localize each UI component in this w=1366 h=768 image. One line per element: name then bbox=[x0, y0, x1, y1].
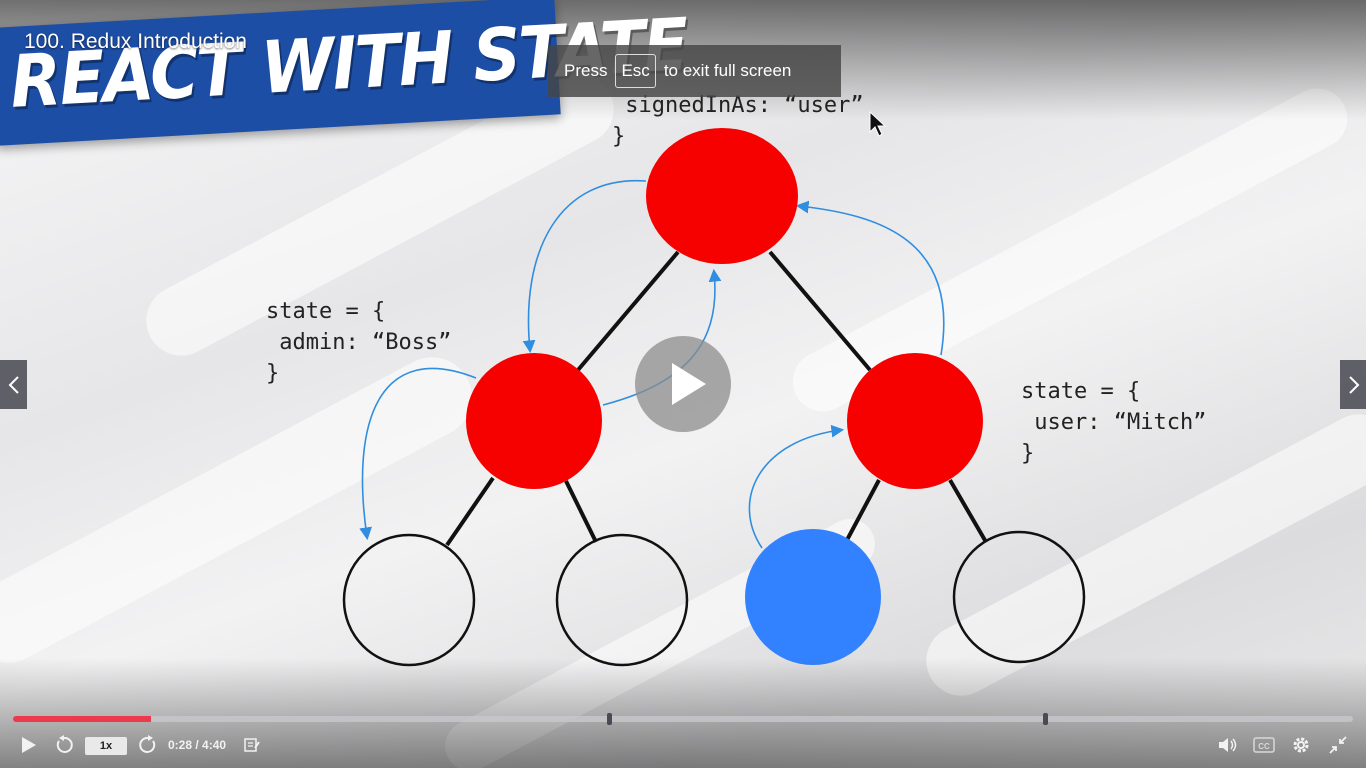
previous-lecture-button[interactable] bbox=[0, 360, 27, 409]
fullscreen-hint-press: Press bbox=[564, 61, 608, 80]
rewind-button[interactable] bbox=[52, 731, 76, 759]
exit-fullscreen-button[interactable] bbox=[1326, 731, 1350, 759]
leaf-component-node bbox=[342, 533, 476, 667]
fullscreen-hint-text: to exit full screen bbox=[663, 61, 792, 80]
leaf-component-node bbox=[952, 530, 1086, 664]
code-line: state = { bbox=[1021, 379, 1141, 404]
flow-arrow bbox=[795, 200, 945, 356]
tree-edge bbox=[564, 480, 598, 543]
captions-button[interactable]: CC bbox=[1252, 731, 1276, 759]
progress-bar[interactable] bbox=[13, 713, 1353, 725]
code-line: } bbox=[612, 124, 626, 149]
chevron-right-icon bbox=[1348, 375, 1359, 394]
flow-arrow bbox=[748, 424, 845, 549]
forward-button[interactable] bbox=[136, 731, 160, 759]
code-line: user: “Mitch” bbox=[1021, 410, 1207, 435]
chevron-left-icon bbox=[8, 375, 19, 394]
control-bar: 1x 0:28 / 4:40 CC bbox=[0, 731, 1366, 759]
forward-icon bbox=[139, 735, 156, 753]
chapter-marker[interactable] bbox=[1042, 713, 1048, 725]
tree-edge bbox=[445, 476, 495, 547]
captions-icon: CC bbox=[1253, 737, 1275, 753]
volume-icon bbox=[1219, 738, 1237, 752]
mouse-cursor-icon bbox=[869, 110, 887, 137]
tree-edge bbox=[576, 250, 680, 372]
rewind-icon bbox=[56, 735, 73, 753]
tree-edge bbox=[768, 250, 872, 372]
top-state-code: signedInAs: “user” } bbox=[612, 90, 864, 152]
bottom-gradient bbox=[0, 658, 1366, 768]
leaf-component-node bbox=[555, 533, 689, 667]
settings-button[interactable] bbox=[1289, 731, 1313, 759]
exit-fullscreen-icon bbox=[1329, 736, 1347, 754]
play-icon bbox=[22, 737, 36, 753]
settings-icon bbox=[1293, 737, 1309, 753]
center-play-button[interactable] bbox=[635, 336, 731, 432]
code-line: signedInAs: “user” bbox=[612, 93, 864, 118]
tree-edge bbox=[845, 479, 881, 541]
code-line: state = { bbox=[266, 299, 386, 324]
tree-edge bbox=[948, 478, 988, 544]
esc-key-badge: Esc bbox=[615, 54, 656, 88]
code-line: } bbox=[1021, 441, 1035, 466]
volume-button[interactable] bbox=[1216, 731, 1240, 759]
left-component-node bbox=[466, 353, 602, 489]
code-line: admin: “Boss” bbox=[266, 330, 452, 355]
chapter-marker[interactable] bbox=[607, 713, 613, 725]
playback-speed-button[interactable]: 1x bbox=[85, 737, 127, 755]
tree-edges bbox=[445, 250, 988, 547]
active-leaf-component-node bbox=[745, 529, 881, 665]
flow-arrow bbox=[522, 179, 647, 354]
right-state-code: state = { user: “Mitch” } bbox=[1021, 376, 1206, 469]
add-note-button[interactable] bbox=[242, 731, 262, 759]
lecture-title: 100. Redux Introduction bbox=[24, 30, 247, 53]
root-component-node bbox=[646, 128, 798, 264]
time-display: 0:28 / 4:40 bbox=[168, 738, 227, 752]
left-state-code: state = { admin: “Boss” } bbox=[266, 296, 451, 389]
next-lecture-button[interactable] bbox=[1340, 360, 1366, 409]
svg-text:CC: CC bbox=[1258, 742, 1270, 751]
play-button[interactable] bbox=[16, 731, 40, 759]
progress-fill bbox=[13, 716, 152, 722]
code-line: } bbox=[266, 361, 280, 386]
notes-icon bbox=[244, 738, 260, 752]
fullscreen-hint: Press Esc to exit full screen bbox=[548, 45, 841, 97]
flow-arrow bbox=[359, 367, 477, 541]
right-component-node bbox=[847, 353, 983, 489]
